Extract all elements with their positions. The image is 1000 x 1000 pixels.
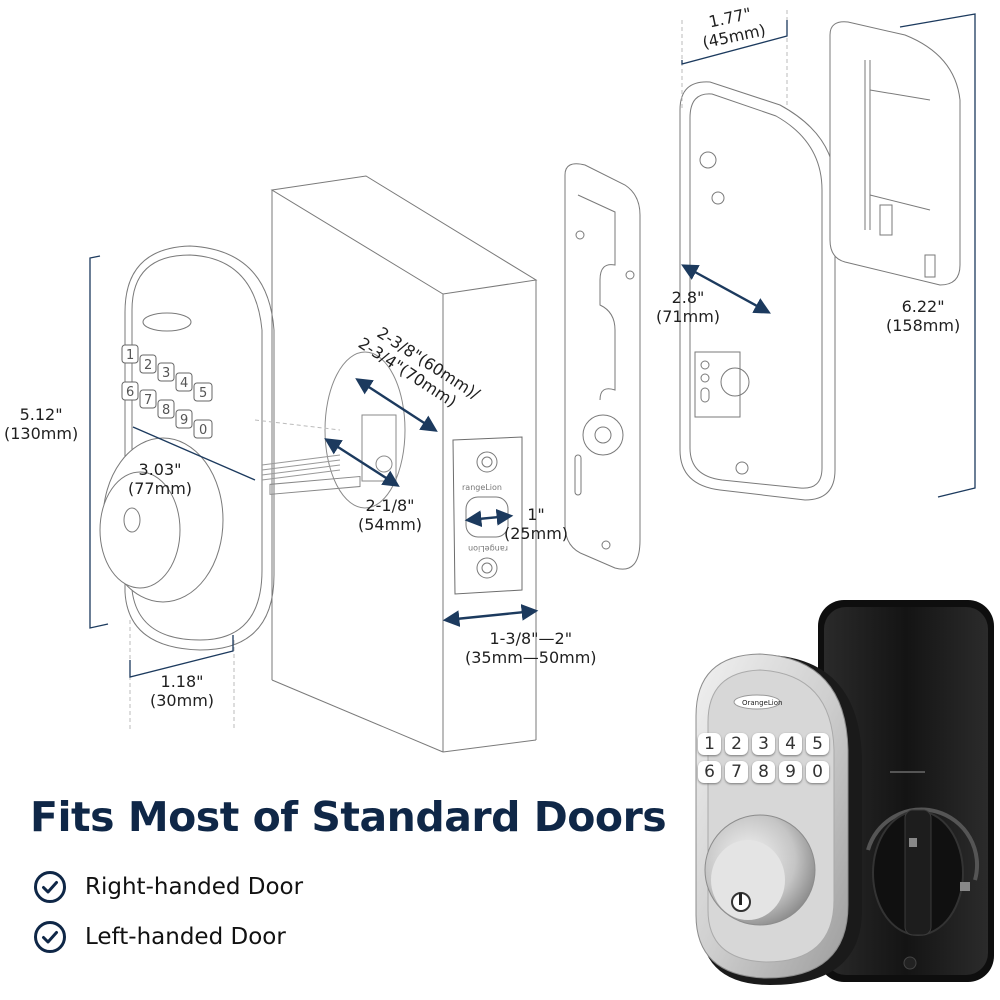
key-8: 8: [752, 761, 775, 783]
keypad-row-1: 1 2 3 4 5: [698, 733, 838, 755]
svg-text:4: 4: [180, 376, 188, 391]
key-0: 0: [806, 761, 829, 783]
key-6: 6: [698, 761, 721, 783]
dim-exterior-depth: 1.18" (30mm): [150, 672, 214, 710]
svg-text:rangeLion: rangeLion: [468, 544, 508, 553]
key-7: 7: [725, 761, 748, 783]
dim-exterior-width: 3.03" (77mm): [128, 460, 192, 498]
svg-text:6: 6: [126, 385, 134, 400]
headline: Fits Most of Standard Doors: [30, 793, 667, 841]
key-3: 3: [752, 733, 775, 755]
dim-interior-height: 6.22" (158mm): [886, 297, 960, 335]
dim-imperial: 5.12": [19, 405, 63, 424]
dim-metric: (54mm): [358, 515, 423, 534]
svg-text:rangeLion: rangeLion: [462, 483, 502, 492]
key-1: 1: [698, 733, 721, 755]
exterior-unit-photo: OrangeLion: [695, 653, 862, 985]
key-5: 5: [806, 733, 829, 755]
exterior-keypad-outline: [99, 245, 361, 730]
dimension-lines: [89, 13, 976, 678]
dim-imperial: 1.18": [160, 672, 204, 691]
key-4: 4: [779, 733, 802, 755]
photo-keypad: 1 2 3 4 5 6 7 8 9 0: [698, 733, 838, 783]
feature-left-handed: Left-handed Door: [33, 920, 286, 954]
brand-logo: OrangeLion: [742, 699, 782, 707]
svg-text:1: 1: [126, 348, 134, 363]
dim-metric: (130mm): [4, 424, 79, 443]
dim-latch-hole: 1" (25mm): [504, 505, 568, 543]
dim-bore-hole: 2-1/8" (54mm): [358, 496, 422, 534]
feature-label: Right-handed Door: [85, 874, 304, 900]
dim-metric: (77mm): [128, 479, 193, 498]
dim-door-thickness: 1-3/8"—2" (35mm—50mm): [465, 629, 597, 667]
mounting-plate-outline: [564, 163, 641, 570]
key-9: 9: [779, 761, 802, 783]
svg-text:0: 0: [199, 423, 207, 438]
dim-imperial: 2-1/8": [365, 496, 415, 515]
svg-text:8: 8: [162, 403, 170, 418]
svg-text:7: 7: [144, 393, 152, 408]
dim-metric: (25mm): [504, 524, 569, 543]
dim-exterior-height: 5.12" (130mm): [4, 405, 78, 443]
svg-text:2: 2: [144, 358, 152, 373]
keypad-row-2: [121, 381, 213, 439]
dim-metric: (30mm): [150, 691, 215, 710]
dim-metric: (71mm): [656, 307, 721, 326]
interior-assembly-outline: [679, 10, 961, 501]
dim-imperial: 3.03": [138, 460, 182, 479]
dim-metric: (158mm): [886, 316, 961, 335]
dim-interior-width: 2.8" (71mm): [656, 288, 720, 326]
dim-metric: (35mm—50mm): [465, 648, 597, 667]
dim-imperial: 1": [527, 505, 545, 524]
keypad-row-1: [121, 344, 213, 402]
key-2: 2: [725, 733, 748, 755]
keypad-row-2: 6 7 8 9 0: [698, 761, 838, 783]
svg-text:3: 3: [162, 366, 170, 381]
feature-right-handed: Right-handed Door: [33, 870, 303, 904]
door-block: rangeLion rangeLion: [270, 175, 538, 753]
dim-imperial: 1-3/8"—2": [489, 629, 573, 648]
check-circle-icon: [34, 921, 66, 953]
feature-label: Left-handed Door: [85, 924, 286, 950]
dim-imperial: 6.22": [901, 297, 945, 316]
svg-text:9: 9: [180, 413, 188, 428]
svg-text:5: 5: [199, 386, 207, 401]
dim-imperial: 2.8": [671, 288, 705, 307]
check-circle-icon: [34, 871, 66, 903]
